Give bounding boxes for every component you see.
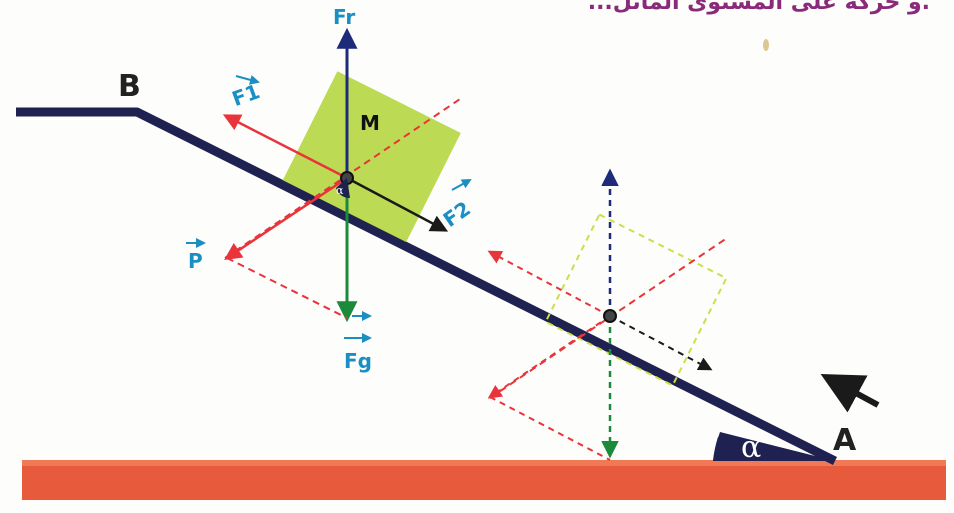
angle-sector-fill <box>713 432 835 461</box>
block-m <box>282 71 461 243</box>
mass-label: M <box>360 111 380 135</box>
arrow-up-left-icon <box>820 374 880 413</box>
paper-speck <box>763 39 769 51</box>
center-point-ghost <box>603 309 617 323</box>
force-f1-label: F1 <box>229 79 263 111</box>
angle-marker-small <box>336 178 350 199</box>
force-gravity-label: Fg <box>344 349 372 373</box>
ground-highlight <box>22 460 946 466</box>
ghost-weight-arrow <box>487 315 611 399</box>
force-reaction-label: Fr <box>333 5 355 29</box>
force-f1-arrow <box>222 114 348 180</box>
header-text: ...و حركة على المستوى المائل. <box>588 0 930 15</box>
force-weight-arrow <box>224 176 348 260</box>
vector-arrow-icon <box>235 75 260 85</box>
projection-dash-ghost <box>489 396 611 461</box>
projection-dash <box>226 257 348 319</box>
angle-label-small: α <box>336 184 344 197</box>
point-a-label: A <box>833 423 857 458</box>
incline-surface <box>16 107 838 466</box>
point-b-label: B <box>118 69 141 104</box>
ghost-f1-arrow <box>487 250 611 317</box>
vector-arrow-icon <box>451 179 472 191</box>
force-weight-label: P <box>188 249 203 273</box>
ghost-f2-arrow <box>609 315 713 371</box>
angle-label: α <box>741 430 761 465</box>
ground-bar <box>22 460 946 500</box>
force-f2-label: F2 <box>439 196 475 231</box>
force-f2-arrow <box>346 176 449 232</box>
